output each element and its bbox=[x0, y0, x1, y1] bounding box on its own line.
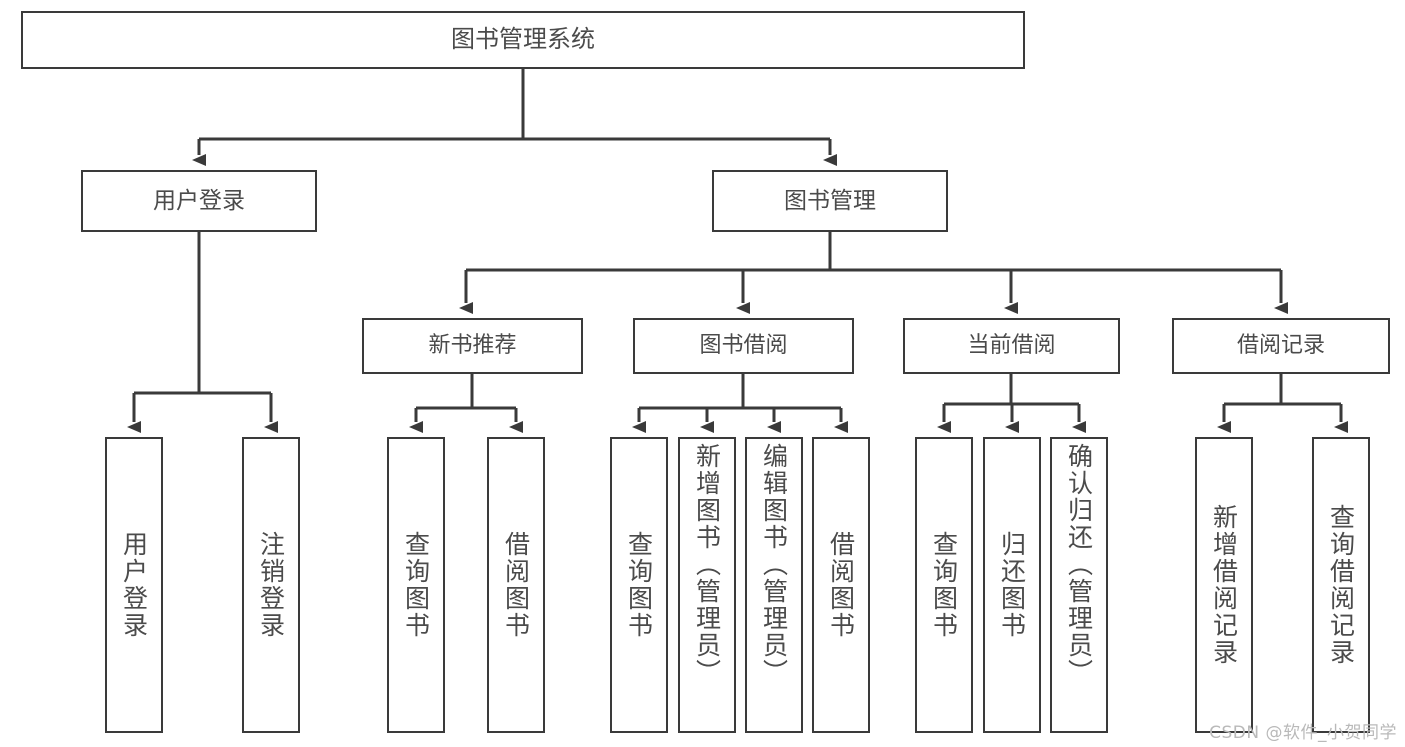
node-leaf-return-book-label: 归还图书 bbox=[997, 531, 1027, 639]
node-book-manage-label: 图书管理 bbox=[784, 187, 876, 214]
node-leaf-borrow-book-2[interactable]: 借阅图书 bbox=[812, 437, 870, 733]
csdn-watermark: CSDN @软件_小贺同学 bbox=[1209, 723, 1397, 743]
node-user-login[interactable]: 用户登录 bbox=[81, 170, 317, 232]
node-leaf-query-book-1-label: 查询图书 bbox=[401, 531, 431, 639]
node-borrow-record-label: 借阅记录 bbox=[1236, 333, 1325, 359]
node-leaf-user-login[interactable]: 用户登录 bbox=[105, 437, 163, 733]
node-leaf-edit-book-label: 编辑图书（管理员） bbox=[759, 443, 789, 686]
node-leaf-logout[interactable]: 注销登录 bbox=[242, 437, 300, 733]
node-leaf-confirm-return[interactable]: 确认归还（管理员） bbox=[1050, 437, 1108, 733]
node-book-manage[interactable]: 图书管理 bbox=[712, 170, 948, 232]
node-user-login-label: 用户登录 bbox=[153, 187, 245, 214]
node-leaf-return-book[interactable]: 归还图书 bbox=[983, 437, 1041, 733]
node-leaf-borrow-book-1-label: 借阅图书 bbox=[501, 531, 531, 639]
node-root-label: 图书管理系统 bbox=[451, 25, 595, 54]
node-leaf-query-record-label: 查询借阅记录 bbox=[1326, 504, 1356, 666]
node-leaf-query-book-1[interactable]: 查询图书 bbox=[387, 437, 445, 733]
node-leaf-add-book[interactable]: 新增图书（管理员） bbox=[678, 437, 736, 733]
node-new-book-recommend-label: 新书推荐 bbox=[428, 333, 517, 359]
node-leaf-query-book-2[interactable]: 查询图书 bbox=[610, 437, 668, 733]
node-current-borrow[interactable]: 当前借阅 bbox=[903, 318, 1120, 374]
node-leaf-add-book-label: 新增图书（管理员） bbox=[692, 443, 722, 686]
node-book-borrow-label: 图书借阅 bbox=[699, 333, 788, 359]
node-leaf-query-book-3-label: 查询图书 bbox=[929, 531, 959, 639]
node-leaf-add-record-label: 新增借阅记录 bbox=[1209, 504, 1239, 666]
node-current-borrow-label: 当前借阅 bbox=[967, 333, 1056, 359]
node-root[interactable]: 图书管理系统 bbox=[21, 11, 1025, 69]
node-book-borrow[interactable]: 图书借阅 bbox=[633, 318, 854, 374]
node-leaf-add-record[interactable]: 新增借阅记录 bbox=[1195, 437, 1253, 733]
node-leaf-edit-book[interactable]: 编辑图书（管理员） bbox=[745, 437, 803, 733]
node-borrow-record[interactable]: 借阅记录 bbox=[1172, 318, 1390, 374]
node-leaf-query-book-2-label: 查询图书 bbox=[624, 531, 654, 639]
node-leaf-user-login-label: 用户登录 bbox=[119, 531, 149, 639]
node-leaf-logout-label: 注销登录 bbox=[256, 531, 286, 639]
node-new-book-recommend[interactable]: 新书推荐 bbox=[362, 318, 583, 374]
node-leaf-borrow-book-1[interactable]: 借阅图书 bbox=[487, 437, 545, 733]
node-leaf-borrow-book-2-label: 借阅图书 bbox=[826, 531, 856, 639]
node-leaf-confirm-return-label: 确认归还（管理员） bbox=[1064, 443, 1094, 686]
node-leaf-query-book-3[interactable]: 查询图书 bbox=[915, 437, 973, 733]
node-leaf-query-record[interactable]: 查询借阅记录 bbox=[1312, 437, 1370, 733]
